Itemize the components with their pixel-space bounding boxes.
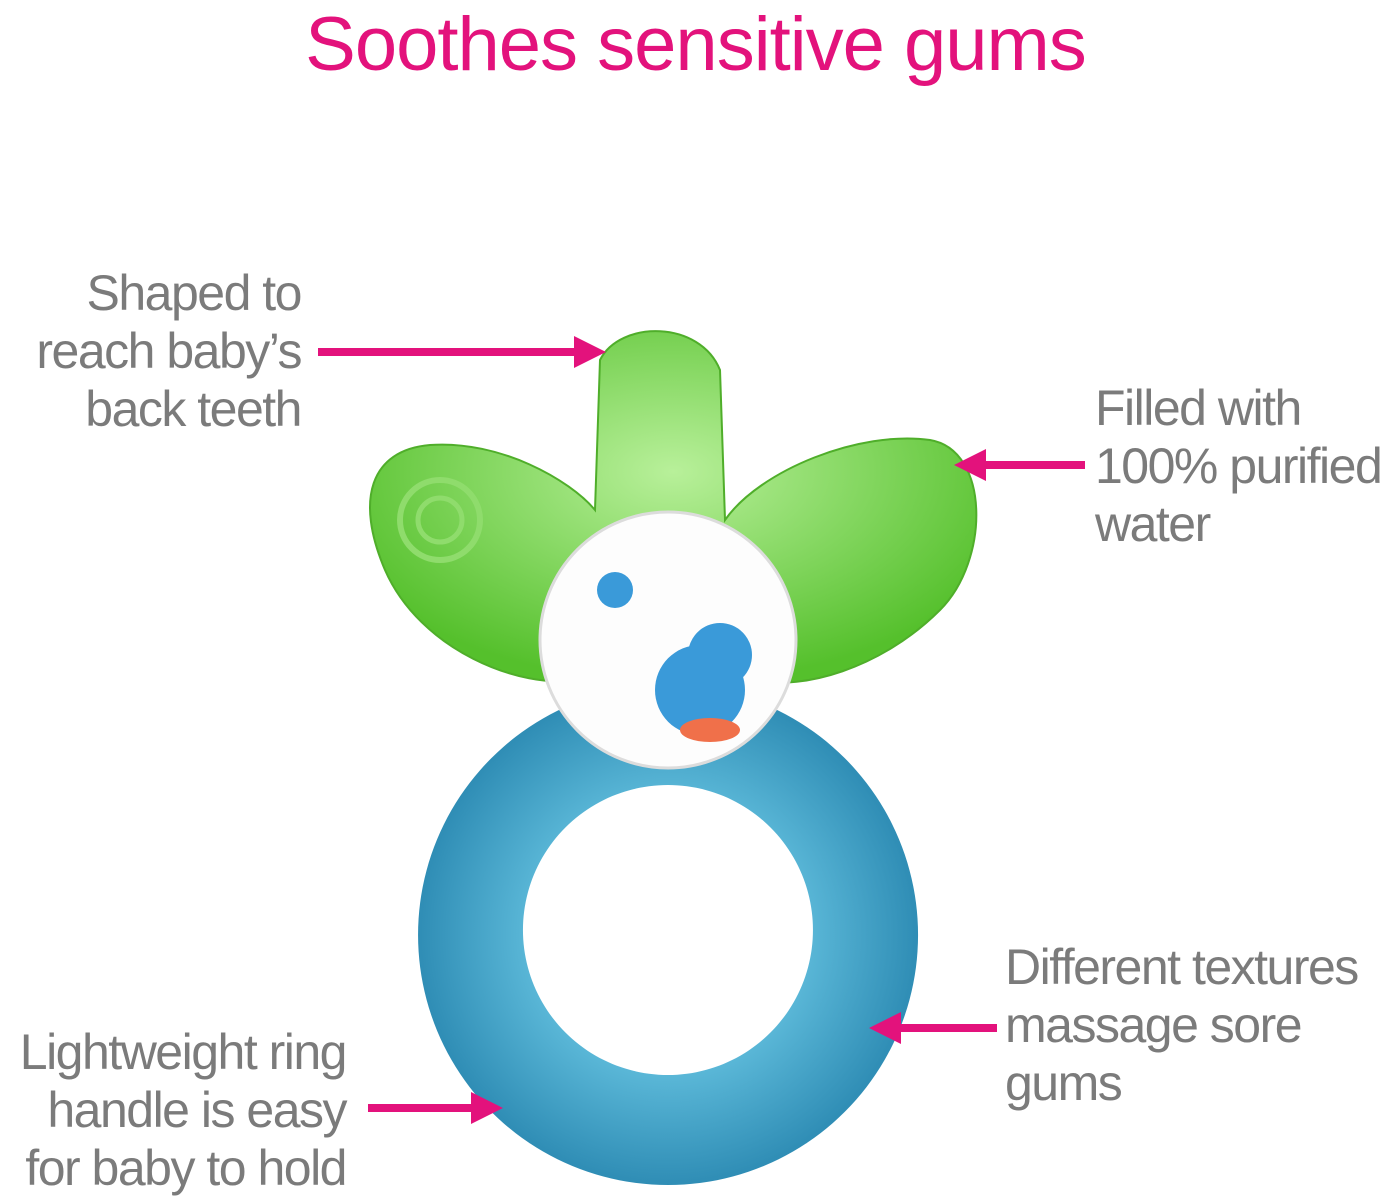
callout-line: gums (1005, 1055, 1123, 1111)
blue-ring-handle (418, 685, 919, 1186)
callout-right: Filled with 100% purified water (1095, 379, 1383, 553)
callout-line: Filled with (1095, 380, 1302, 436)
callout-line: back teeth (85, 381, 302, 437)
callout-line: Lightweight ring (19, 1024, 348, 1080)
callout-line: massage sore (1005, 997, 1303, 1053)
callout-line: handle is easy (47, 1082, 347, 1138)
callout-line: Different textures (1005, 939, 1359, 995)
callout-line: water (1095, 496, 1211, 552)
callout-line: reach baby’s (36, 323, 302, 379)
green-teether (369, 330, 978, 684)
callout-top-left: Shaped to reach baby’s back teeth (36, 264, 303, 438)
callout-bottom-right: Different textures massage sore gums (1005, 938, 1359, 1112)
callout-line: 100% purified (1095, 438, 1383, 494)
center-disc (538, 510, 798, 770)
callout-line: Shaped to (86, 265, 303, 321)
callout-bottom-left: Lightweight ring handle is easy for baby… (19, 1023, 348, 1197)
callout-line: for baby to hold (25, 1140, 347, 1196)
page-title: Soothes sensitive gums (305, 2, 1087, 87)
